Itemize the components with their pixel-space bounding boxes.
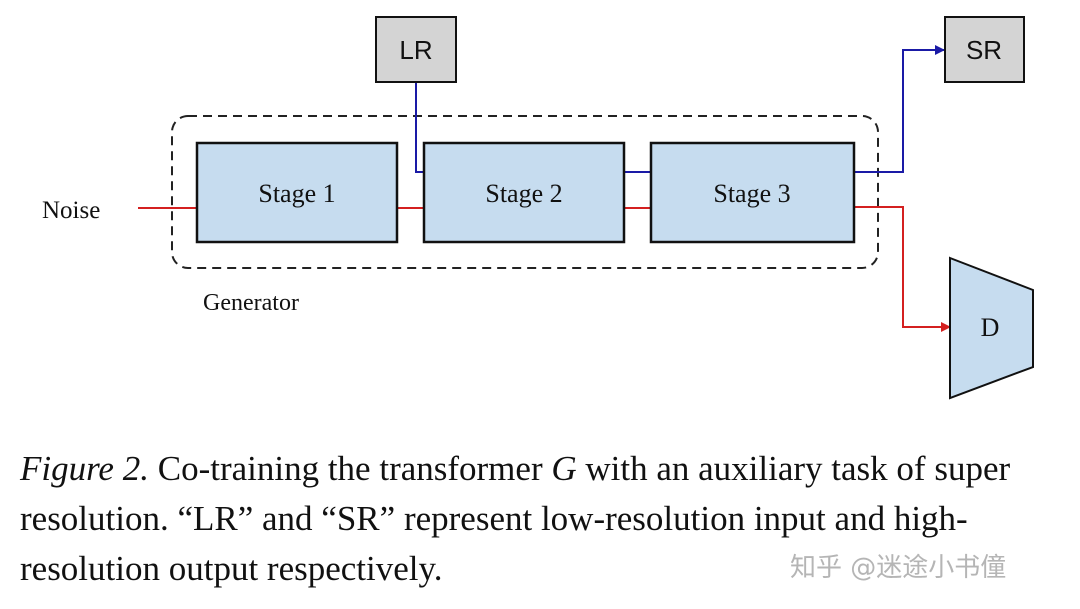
caption-variable-g: G	[551, 449, 577, 488]
stage-1-box	[195, 141, 399, 244]
lr-box	[375, 16, 457, 83]
caption-text-1: Co-training the transformer	[148, 449, 552, 488]
sr-arrow	[854, 45, 945, 173]
discriminator-shape	[949, 256, 1034, 400]
stage-2-box	[422, 141, 626, 244]
generator-boundary	[171, 115, 879, 269]
caption-figure-label: Figure 2.	[20, 449, 149, 488]
generator-label: Generator	[203, 290, 299, 316]
stage-1-label: Stage 1	[258, 179, 335, 208]
noise-label: Noise	[42, 197, 100, 224]
discriminator-arrow	[854, 206, 951, 332]
sr-label: SR	[966, 35, 1002, 65]
caption-text-2: with an auxiliary task of super resoluti…	[20, 449, 1011, 588]
discriminator-label: D	[981, 313, 1000, 342]
figure-caption: Figure 2. Co-training the transformer G …	[20, 444, 1070, 594]
lr-label: LR	[399, 35, 432, 65]
sr-box	[944, 16, 1025, 83]
lr-connector	[415, 82, 424, 173]
watermark: 知乎 @迷途小书僮	[790, 553, 1007, 583]
stage-3-box	[649, 141, 856, 244]
stage-3-label: Stage 3	[713, 179, 790, 208]
stage-2-label: Stage 2	[485, 179, 562, 208]
